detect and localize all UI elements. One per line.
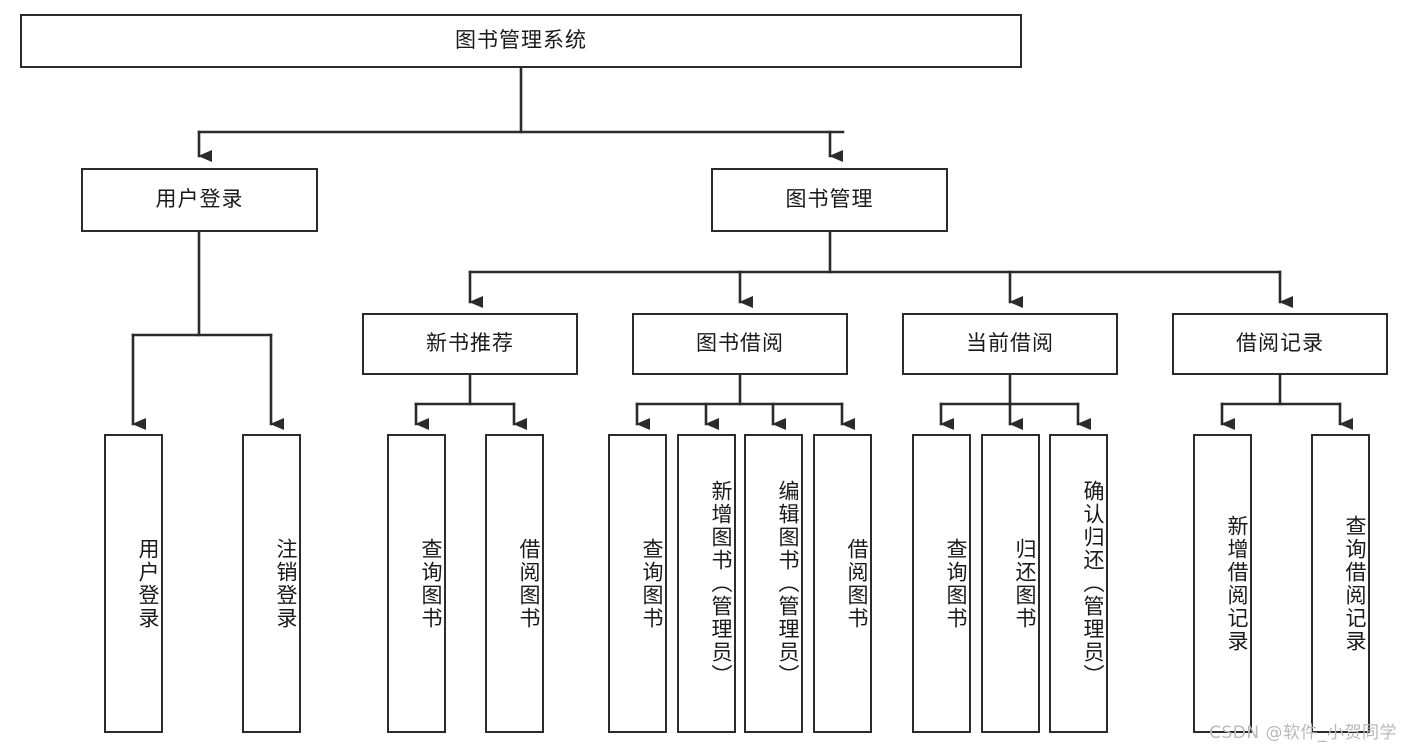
node-root-label: 图书管理系统 [455,28,587,53]
leaf-newbook-borrow-book-label: 借阅图书 [517,537,541,630]
node-book-management-label: 图书管理 [785,187,874,212]
node-current-borrow-label: 当前借阅 [966,331,1054,356]
leaf-user-login[interactable]: 用户登录 [104,434,163,733]
leaf-borrow-query-book[interactable]: 查询图书 [608,434,667,733]
node-new-book-recommend-label: 新书推荐 [426,331,514,356]
node-borrow-record[interactable]: 借阅记录 [1172,313,1388,375]
leaf-user-login-label: 用户登录 [136,537,160,630]
node-user-login-label: 用户登录 [155,187,244,212]
node-root[interactable]: 图书管理系统 [20,14,1022,68]
csdn-watermark: CSDN @软件_小贺同学 [1209,723,1397,743]
leaf-borrow-borrow-book[interactable]: 借阅图书 [813,434,872,733]
leaf-borrow-edit-book[interactable]: 编辑图书（管理员） [744,434,803,733]
node-new-book-recommend[interactable]: 新书推荐 [362,313,578,375]
node-book-management[interactable]: 图书管理 [711,168,948,232]
leaf-borrow-add-book-label: 新增图书（管理员） [709,480,733,687]
leaf-record-add-record[interactable]: 新增借阅记录 [1193,434,1252,733]
node-borrow-record-label: 借阅记录 [1236,331,1324,356]
leaf-record-add-record-label: 新增借阅记录 [1225,514,1249,653]
node-book-borrow[interactable]: 图书借阅 [632,313,848,375]
leaf-borrow-edit-book-label: 编辑图书（管理员） [776,480,800,687]
leaf-logout[interactable]: 注销登录 [242,434,301,733]
node-book-borrow-label: 图书借阅 [696,331,784,356]
leaf-current-confirm-return[interactable]: 确认归还（管理员） [1049,434,1108,733]
leaf-current-query-book-label: 查询图书 [944,537,968,630]
leaf-newbook-borrow-book[interactable]: 借阅图书 [485,434,544,733]
leaf-record-query-record[interactable]: 查询借阅记录 [1311,434,1370,733]
leaf-borrow-add-book[interactable]: 新增图书（管理员） [677,434,736,733]
leaf-current-return-book[interactable]: 归还图书 [981,434,1040,733]
leaf-logout-label: 注销登录 [274,537,298,630]
node-current-borrow[interactable]: 当前借阅 [902,313,1118,375]
leaf-newbook-query-book[interactable]: 查询图书 [387,434,446,733]
leaf-newbook-query-book-label: 查询图书 [419,537,443,630]
leaf-current-query-book[interactable]: 查询图书 [912,434,971,733]
leaf-current-confirm-return-label: 确认归还（管理员） [1081,480,1105,687]
leaf-borrow-borrow-book-label: 借阅图书 [845,537,869,630]
node-user-login[interactable]: 用户登录 [81,168,318,232]
leaf-record-query-record-label: 查询借阅记录 [1343,514,1367,653]
leaf-current-return-book-label: 归还图书 [1013,537,1037,630]
leaf-borrow-query-book-label: 查询图书 [640,537,664,630]
